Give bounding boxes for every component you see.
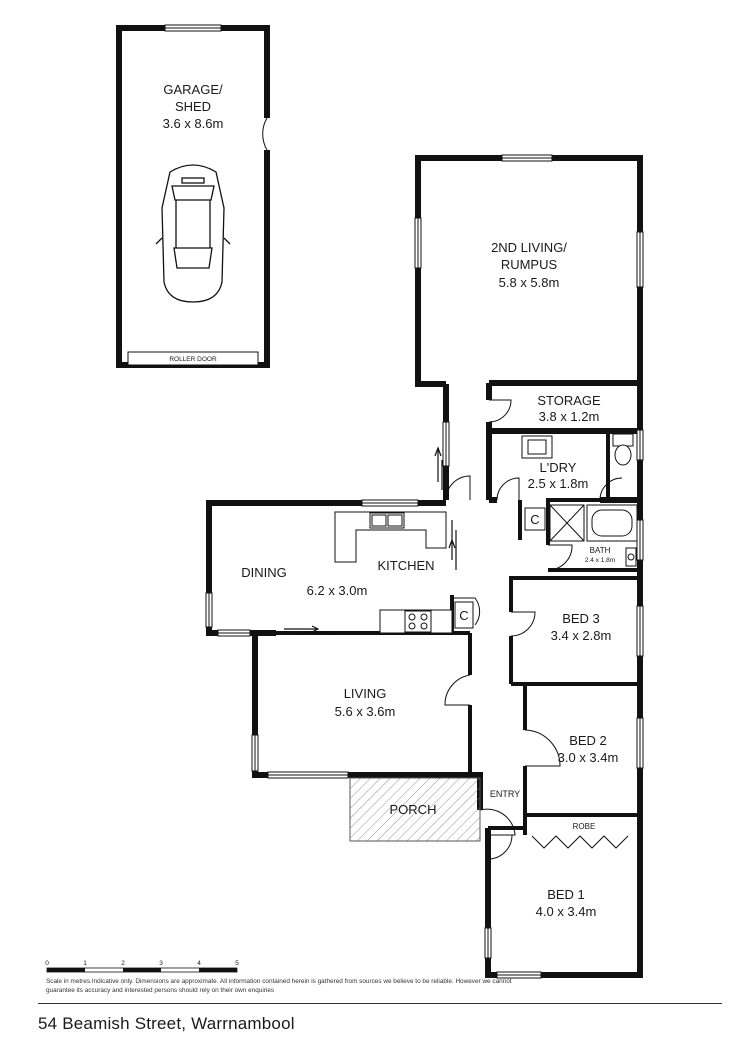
house-windows <box>205 154 644 979</box>
dining-name: DINING <box>241 565 287 580</box>
kitchen-size: 6.2 x 3.0m <box>307 583 368 598</box>
wet-area-fixtures <box>521 433 638 567</box>
robe-doors <box>531 835 629 849</box>
cupboard-boxes <box>454 507 546 629</box>
interior-walls <box>276 431 640 835</box>
roller-door <box>127 351 259 366</box>
living-size: 5.6 x 3.6m <box>335 704 396 719</box>
bed3-name: BED 3 <box>562 611 600 626</box>
storage-size: 3.8 x 1.2m <box>539 409 600 424</box>
garage-side-door <box>262 117 270 151</box>
bed1-name: BED 1 <box>547 887 585 902</box>
house-walls <box>206 155 643 978</box>
floor-plan: GARAGE/ SHED 3.6 x 8.6m ROLLER DOOR 2ND … <box>45 24 644 979</box>
bed2-name: BED 2 <box>569 733 607 748</box>
garage-windows <box>164 24 222 32</box>
scale-bar-ticks: 0 1 2 3 4 5 <box>45 960 239 967</box>
scale-tick-2: 2 <box>121 960 125 967</box>
sliding-doors <box>284 446 457 634</box>
scale-tick-4: 4 <box>197 960 201 967</box>
living2-size: 5.8 x 5.8m <box>499 275 560 290</box>
storage-name: STORAGE <box>537 393 601 408</box>
footer-divider <box>38 1003 722 1004</box>
scale-bar <box>46 967 238 973</box>
living2-name-2: RUMPUS <box>501 257 558 272</box>
kitchen-name: KITCHEN <box>377 558 434 573</box>
garage-name-2: SHED <box>175 99 211 114</box>
kitchen-fixtures <box>334 511 453 634</box>
bed3-size: 3.4 x 2.8m <box>551 628 612 643</box>
scale-tick-1: 1 <box>83 960 87 967</box>
scale-tick-5: 5 <box>235 960 239 967</box>
bath-size: 2.4 x 1.8m <box>585 557 615 564</box>
entry-name: ENTRY <box>490 789 520 799</box>
laundry-size: 2.5 x 1.8m <box>528 476 589 491</box>
garage-size: 3.6 x 8.6m <box>163 116 224 131</box>
garage-name-1: GARAGE/ <box>163 82 223 97</box>
cupboard-label-1: C <box>530 512 539 527</box>
porch-area <box>349 777 481 842</box>
living-name: LIVING <box>344 686 387 701</box>
bed1-size: 4.0 x 3.4m <box>536 904 597 919</box>
scale-tick-3: 3 <box>159 960 163 967</box>
door-swings <box>444 399 623 860</box>
property-address: 54 Beamish Street, Warrnambool <box>38 1014 295 1033</box>
scale-tick-0: 0 <box>45 960 49 967</box>
porch-name: PORCH <box>390 802 437 817</box>
car-icon <box>155 164 231 303</box>
cupboard-label-2: C <box>459 608 468 623</box>
disclaimer-text: Scale in metres.Indicative only. Dimensi… <box>46 978 512 994</box>
living2-name-1: 2ND LIVING/ <box>491 240 567 255</box>
roller-door-label: ROLLER DOOR <box>169 356 217 363</box>
bed2-size: 3.0 x 3.4m <box>558 750 619 765</box>
bath-name: BATH <box>590 546 611 555</box>
laundry-name: L'DRY <box>540 460 577 475</box>
robe-name: ROBE <box>573 822 596 831</box>
